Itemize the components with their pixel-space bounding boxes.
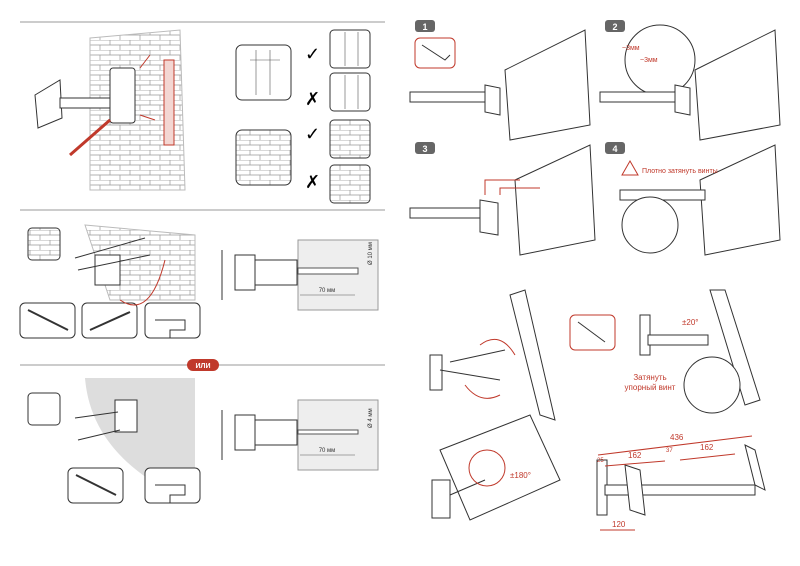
svg-text:ИЛИ: ИЛИ [196, 363, 211, 370]
swivel-illustration [429, 289, 556, 421]
svg-text:37: 37 [666, 448, 673, 454]
svg-text:Плотно затянуть винты: Плотно затянуть винты [642, 168, 718, 175]
svg-text:±20°: ±20° [682, 318, 699, 327]
svg-text:✗: ✗ [305, 172, 320, 192]
dimensions-drawing: 436 162 162 37 25 120 [596, 433, 766, 531]
svg-text:4: 4 [612, 144, 617, 154]
svg-text:упорный винт: упорный винт [625, 383, 676, 392]
step-4: 4 Плотно затянуть винты [605, 142, 781, 256]
svg-text:120: 120 [612, 520, 626, 529]
svg-text:3: 3 [422, 144, 427, 154]
rotate-illustration: ±180° [431, 414, 561, 521]
svg-text:~3мм: ~3мм [622, 45, 640, 52]
step-1: 1 [409, 20, 591, 141]
solid-wall-illustration [27, 378, 201, 504]
or-badge: ИЛИ [187, 359, 219, 371]
svg-text:25: 25 [597, 458, 604, 464]
step-2: 2 ~3мм ~3мм [599, 20, 781, 141]
svg-text:Ø 4 мм: Ø 4 мм [368, 408, 374, 428]
tilt-illustration: ±20° Затянуть упорный винт [569, 289, 761, 414]
brick-wall-tip: ✓ ✗ [235, 119, 371, 204]
svg-text:2: 2 [612, 22, 617, 32]
svg-text:162: 162 [628, 451, 642, 460]
correct-mounting-tip: ✓ ✗ [235, 29, 371, 112]
svg-text:~3мм: ~3мм [640, 57, 658, 64]
step-3: 3 [409, 142, 596, 256]
warning-icon [621, 159, 639, 176]
svg-text:✗: ✗ [305, 89, 320, 109]
svg-text:70 мм: 70 мм [319, 288, 336, 294]
wall-marking-illustration [34, 29, 186, 191]
brick-wall-anchor-illustration [19, 224, 201, 339]
svg-text:✓: ✓ [305, 124, 320, 144]
svg-text:162: 162 [700, 443, 714, 452]
svg-text:±180°: ±180° [510, 471, 531, 480]
svg-text:✓: ✓ [305, 44, 320, 64]
drill-diagram-10mm: 70 мм Ø 10 мм [221, 239, 379, 311]
svg-text:Затянуть: Затянуть [633, 373, 666, 382]
drill-diagram-4mm: 70 мм Ø 4 мм [221, 399, 379, 471]
svg-text:Ø 10 мм: Ø 10 мм [368, 242, 374, 265]
svg-text:1: 1 [422, 22, 427, 32]
svg-text:436: 436 [670, 433, 684, 442]
svg-text:70 мм: 70 мм [319, 448, 336, 454]
